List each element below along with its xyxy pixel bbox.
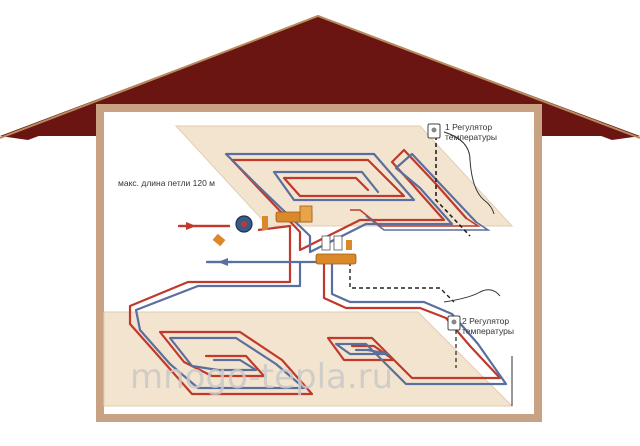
sensor-cable-1 [443, 131, 495, 215]
feed-lines [180, 222, 232, 266]
sensor-wire-1 [435, 136, 471, 237]
valve-icon [321, 235, 331, 251]
riser-return [365, 215, 491, 231]
thermostat-1 [427, 123, 441, 139]
flow-arrow-icon [218, 258, 228, 266]
pump-assembly [212, 215, 268, 247]
lower-floor-loops [128, 312, 508, 396]
regulator-2-label-line1: 2 Регулятор [462, 316, 509, 326]
thermostat-dial [451, 319, 457, 325]
thermostat-dial [431, 127, 437, 133]
lower-dash-riser [349, 262, 455, 303]
manifold-to-lower-supply [322, 260, 447, 320]
lower-loop-left-return [138, 328, 306, 390]
regulator-2-label-line2: температуры [462, 326, 514, 336]
manifold-to-lower-return [330, 262, 453, 316]
watermark: mnogo-tepla.ru [130, 357, 393, 397]
regulator-1-label-line2: температуры [445, 132, 497, 142]
manifold-icon [299, 205, 313, 223]
upper-loop-return [224, 152, 478, 254]
valve-icon [346, 240, 352, 250]
sensor-cable-2 [443, 289, 501, 303]
manifold-icon [315, 253, 357, 265]
pump-center [241, 221, 247, 227]
thermostat-1-wiring [350, 131, 495, 237]
thermostat-2 [447, 315, 461, 331]
manifold-assembly [275, 205, 357, 265]
valve-icon [333, 235, 343, 251]
max-loop-length-label: макс. длина петли 120 м [118, 178, 215, 188]
flow-arrow-icon [186, 222, 196, 230]
roof-edge [0, 14, 640, 139]
valve-icon [262, 216, 268, 230]
regulator-1-label-line1: 1 Регулятор [445, 122, 492, 132]
valve-icon [212, 233, 226, 247]
lower-loop-right-return [334, 312, 508, 386]
lower-loop-left-supply [128, 322, 314, 396]
